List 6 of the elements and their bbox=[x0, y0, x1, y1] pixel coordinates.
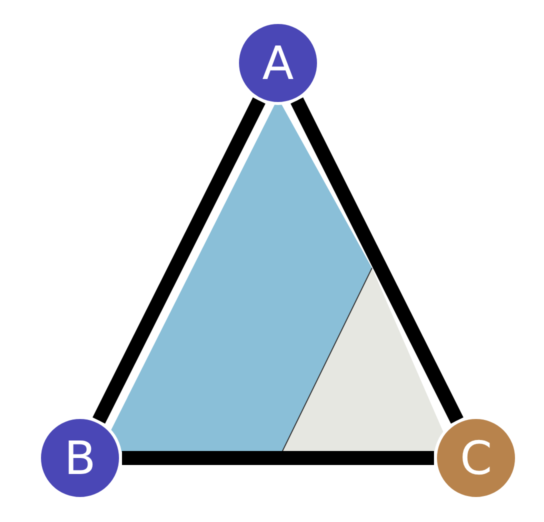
vertex-circle: B bbox=[38, 416, 122, 500]
vertex-circle: A bbox=[236, 21, 320, 105]
vertex-circle: C bbox=[434, 416, 518, 500]
connector-line bbox=[290, 97, 464, 424]
connector-line bbox=[122, 451, 434, 465]
connector-line bbox=[92, 97, 266, 424]
